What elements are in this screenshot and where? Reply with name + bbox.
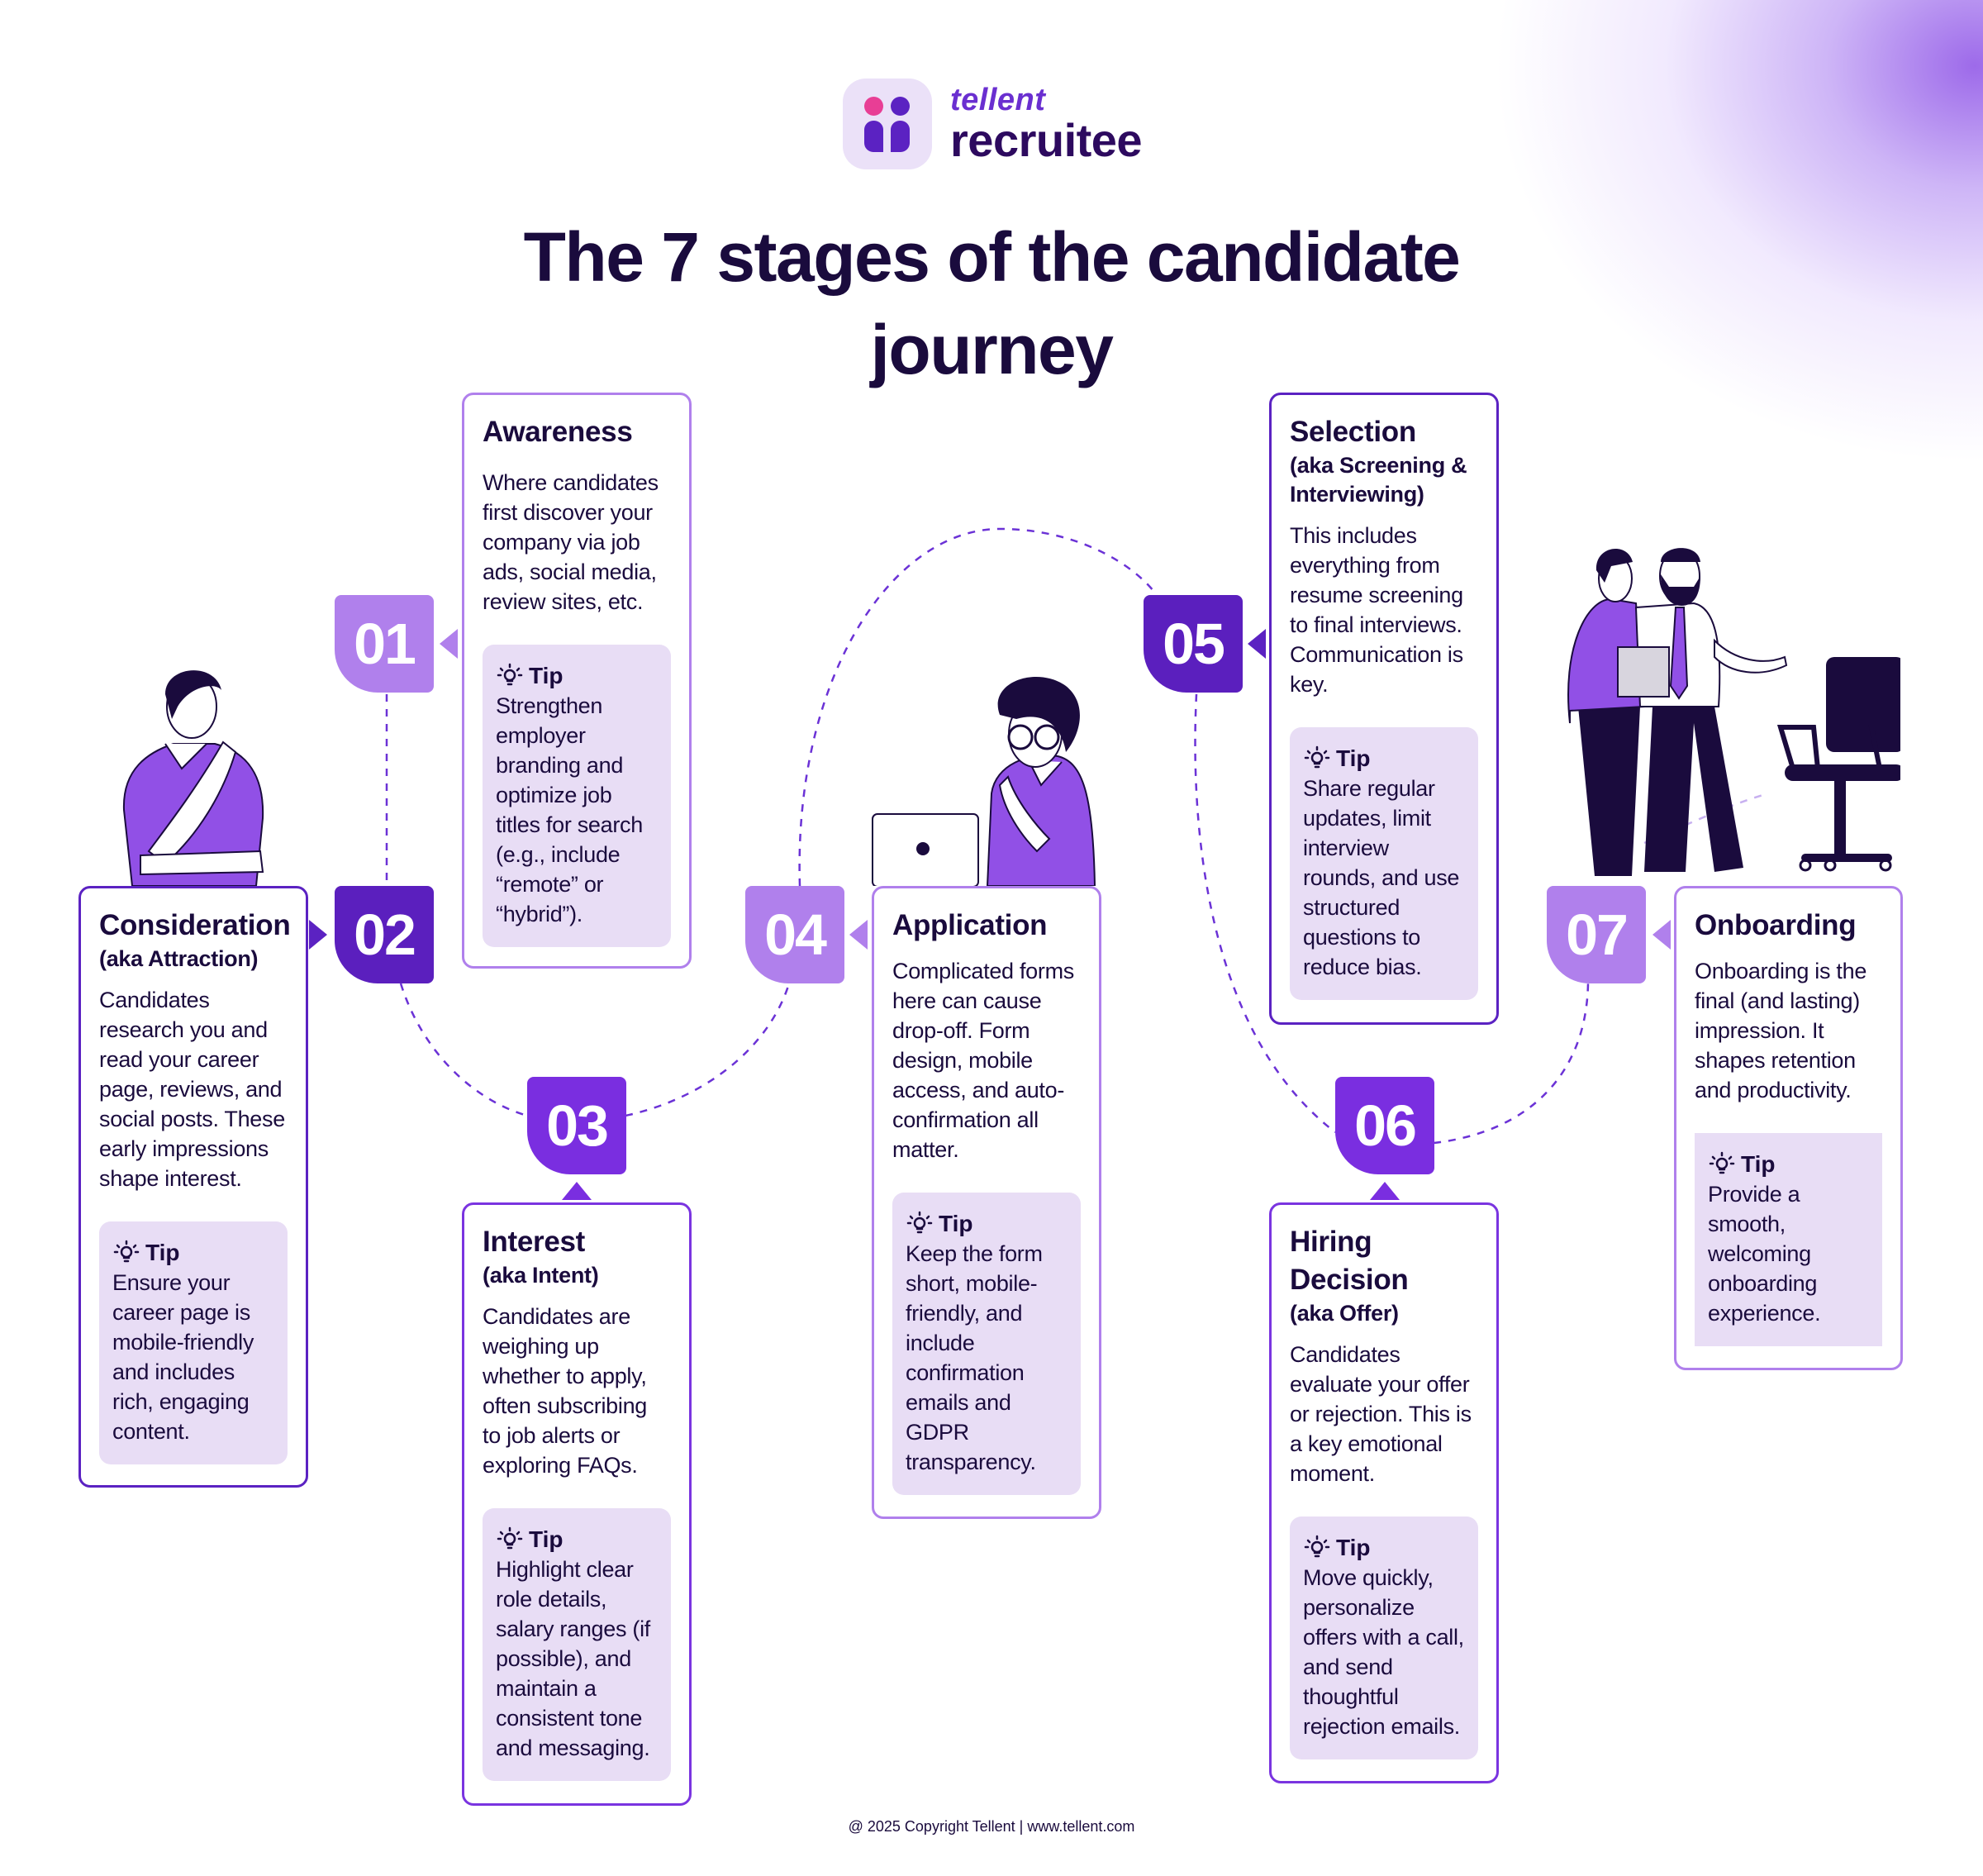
stage-03-card: Interest (aka Intent) Candidates are wei…	[462, 1202, 692, 1806]
stage-title: Interest	[483, 1226, 586, 1258]
title-line-2: journey	[870, 311, 1114, 388]
connector-02-03	[399, 983, 528, 1117]
stage-description: Candidates are weighing up whether to ap…	[483, 1304, 648, 1478]
wordmark: tellent recruitee	[950, 83, 1143, 166]
stage-description: Complicated forms here can cause drop-of…	[892, 959, 1074, 1162]
tip-label: Tip	[145, 1240, 180, 1265]
stage-aka: (aka Offer)	[1290, 1301, 1399, 1326]
stage-04-pointer	[849, 920, 868, 950]
lightbulb-icon	[497, 1526, 523, 1550]
stage-aka: (aka Intent)	[483, 1263, 599, 1288]
stage-05-pointer	[1248, 629, 1266, 659]
stage-02-pointer	[309, 920, 327, 950]
lightbulb-icon	[906, 1211, 933, 1234]
tip-label: Tip	[529, 663, 564, 688]
footer-copyright: @ 2025 Copyright Tellent | www.tellent.c…	[848, 1818, 1135, 1835]
stage-03-pointer	[562, 1182, 592, 1200]
tip-label: Tip	[939, 1211, 973, 1236]
stage-tip: Tip Keep the form short, mobile-friendly…	[892, 1193, 1081, 1495]
stage-description: This includes everything from resume scr…	[1290, 523, 1463, 697]
stage-description: Onboarding is the final (and lasting) im…	[1695, 959, 1867, 1102]
stage-description: Candidates research you and read your ca…	[99, 988, 285, 1191]
stage-aka: (aka Attraction)	[99, 946, 259, 971]
brand-name: tellent	[950, 83, 1046, 117]
stage-07-pointer	[1652, 920, 1671, 950]
tip-text: Move quickly, personalize offers with a …	[1303, 1565, 1464, 1739]
connector-03-04	[625, 983, 791, 1117]
stage-aka: (aka Screening & Interviewing)	[1290, 453, 1467, 507]
page-title: The 7 stages of the candidate journey	[0, 211, 1983, 396]
stage-06-badge: 06	[1335, 1077, 1434, 1174]
tip-label: Tip	[1741, 1151, 1776, 1177]
stage-05-badge: 05	[1144, 595, 1243, 693]
tip-text: Ensure your career page is mobile-friend…	[112, 1270, 254, 1444]
stage-tip: Tip Strengthen employer branding and opt…	[483, 645, 671, 947]
tip-text: Keep the form short, mobile-friendly, an…	[906, 1241, 1043, 1474]
tip-text: Share regular updates, limit interview r…	[1303, 776, 1460, 979]
stage-description: Where candidates first discover your com…	[483, 470, 659, 614]
stage-title: Consideration	[99, 909, 291, 941]
stage-02-card: Consideration (aka Attraction) Candidate…	[78, 886, 308, 1488]
stage-02-badge: 02	[335, 886, 434, 983]
person-with-laptop-illustration	[872, 676, 1096, 886]
stage-title: Selection	[1290, 416, 1416, 448]
lightbulb-icon	[1709, 1151, 1735, 1174]
stage-tip: Tip Ensure your career page is mobile-fr…	[99, 1221, 288, 1464]
stage-title: Hiring Decision	[1290, 1226, 1409, 1296]
stage-01-pointer	[440, 629, 458, 659]
lightbulb-icon	[113, 1240, 140, 1263]
stage-01-card: Awareness Where candidates first discove…	[462, 393, 692, 969]
logo-icon	[843, 79, 932, 169]
product-name: recruitee	[950, 114, 1143, 166]
stage-03-badge: 03	[527, 1077, 626, 1174]
stage-06-pointer	[1370, 1182, 1400, 1200]
tip-label: Tip	[1336, 1535, 1371, 1560]
stage-tip: Tip Share regular updates, limit intervi…	[1290, 727, 1478, 1000]
stage-04-card: Application Complicated forms here can c…	[872, 886, 1101, 1519]
logo: tellent recruitee	[843, 79, 1143, 169]
title-line-1: The 7 stages of the candidate	[523, 218, 1461, 296]
tip-label: Tip	[1336, 745, 1371, 771]
stage-07-card: Onboarding Onboarding is the final (and …	[1674, 886, 1903, 1370]
stage-title: Awareness	[483, 416, 633, 448]
onboarding-illustration	[1567, 548, 1900, 876]
stage-tip: Tip Highlight clear role details, salary…	[483, 1508, 671, 1781]
lightbulb-icon	[497, 663, 523, 686]
stage-title: Application	[892, 909, 1048, 941]
stage-tip: Tip Provide a smooth, welcoming onboardi…	[1695, 1133, 1882, 1346]
stage-description: Candidates evaluate your offer or reject…	[1290, 1342, 1472, 1486]
tip-label: Tip	[529, 1526, 564, 1552]
stage-title: Onboarding	[1695, 909, 1857, 941]
lightbulb-icon	[1304, 745, 1330, 769]
thinking-man-illustration	[122, 670, 264, 886]
stage-01-badge: 01	[335, 595, 434, 693]
stage-tip: Tip Move quickly, personalize offers wit…	[1290, 1517, 1478, 1759]
tip-text: Highlight clear role details, salary ran…	[496, 1557, 650, 1760]
stage-04-badge: 04	[745, 886, 844, 983]
tip-text: Strengthen employer branding and optimiz…	[496, 693, 643, 926]
stage-07-badge: 07	[1547, 886, 1646, 983]
tip-text: Provide a smooth, welcoming onboarding e…	[1708, 1182, 1821, 1326]
lightbulb-icon	[1304, 1535, 1330, 1558]
stage-05-card: Selection (aka Screening & Interviewing)…	[1269, 393, 1499, 1025]
stage-06-card: Hiring Decision (aka Offer) Candidates e…	[1269, 1202, 1499, 1783]
